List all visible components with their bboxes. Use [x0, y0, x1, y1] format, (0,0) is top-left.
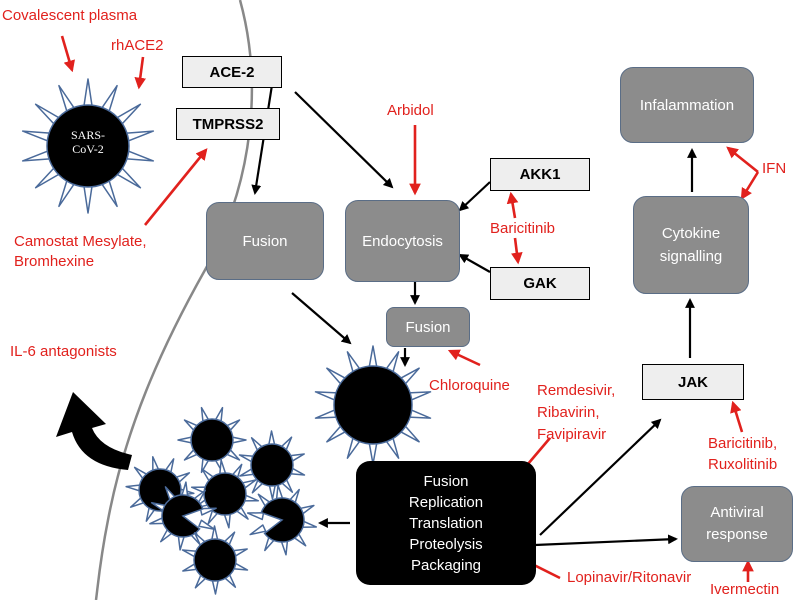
cytokine-line1: Cytokine — [661, 225, 721, 242]
arrow-baricitinib-jak — [730, 400, 744, 433]
arrow-ifn-up — [726, 146, 759, 174]
step-proteolysis: Proteolysis — [409, 535, 483, 553]
drug-camostat-bromhexine: Camostat Mesylate, Bromhexine — [14, 232, 147, 272]
virus-body — [46, 104, 130, 188]
drug-chloroquine: Chloroquine — [429, 377, 510, 394]
step-replication: Replication — [408, 493, 484, 511]
virus-body — [190, 418, 234, 462]
baricitinib-line: Baricitinib, — [708, 435, 778, 452]
arrow-camostat — [143, 148, 208, 226]
step-packaging: Packaging — [410, 556, 482, 574]
antiviral-response-box: Antiviral response — [681, 486, 793, 562]
arrow-ifn — [740, 171, 760, 200]
gak-box: GAK — [490, 267, 590, 300]
remdesivir-line1: Remdesivir, — [537, 382, 616, 399]
arrow-chloroquine — [447, 349, 481, 367]
tmprss2-box: TMPRSS2 — [176, 108, 280, 140]
akk1-box: AKK1 — [490, 158, 590, 191]
arrow-plasma — [60, 35, 75, 73]
sars-cov-2-label: SARS- CoV-2 — [58, 128, 118, 156]
drug-baricitinib-top: Baricitinib — [490, 220, 556, 237]
replication-box: Fusion Replication Translation Proteolys… — [356, 461, 536, 585]
fusion-small-box: Fusion — [386, 307, 470, 347]
black-arrows — [251, 84, 697, 547]
step-fusion: Fusion — [423, 472, 469, 490]
remdesivir-line3: Favipiravir — [537, 426, 607, 443]
progeny-virus-7 — [181, 525, 249, 595]
il6-export-arrow — [56, 392, 132, 470]
antiviral-line1: Antiviral — [710, 504, 764, 521]
camostat-line2: Bromhexine — [14, 253, 95, 270]
jak-box: JAK — [642, 364, 744, 400]
progeny-virus-5 — [149, 481, 217, 551]
entering-virus — [314, 345, 432, 465]
arrow-rhace2 — [134, 56, 147, 90]
ace2-box: ACE-2 — [182, 56, 282, 88]
sars-cov-2-virus — [21, 78, 155, 214]
endocytosis-box: Endocytosis — [345, 200, 460, 282]
drug-remdesivir-group: Remdesivir, Ribavirin, Favipiravir — [537, 380, 615, 446]
remdesivir-line2: Ribavirin, — [537, 404, 600, 421]
virus-body — [193, 538, 237, 582]
virus-body — [250, 443, 294, 487]
progeny-virus-2 — [238, 430, 306, 500]
antiviral-line2: response — [706, 526, 768, 543]
progeny-virus-1 — [177, 406, 247, 474]
drug-arbidol: Arbidol — [387, 102, 434, 119]
drug-lopinavir-ritonavir: Lopinavir/Ritonavir — [567, 569, 692, 586]
step-translation: Translation — [409, 514, 483, 532]
arrow-gak-endocytosis — [458, 254, 491, 273]
camostat-line1: Camostat Mesylate, — [14, 233, 147, 250]
arrow-baricitinib-akk1 — [506, 191, 519, 219]
virus-spike — [246, 512, 265, 521]
inflammation-box: Infalammation — [620, 67, 754, 143]
arrow-ace2-endocytosis — [294, 91, 394, 189]
virus-body — [260, 497, 305, 543]
arrow-baricitinib-gak — [511, 237, 523, 265]
drug-rhace2: rhACE2 — [111, 37, 164, 54]
virus-spike — [249, 524, 267, 536]
drug-baricitinib-ruxolitinib: Baricitinib, Ruxolitinib — [708, 433, 777, 475]
virus-spike — [198, 519, 216, 530]
cytokine-line2: signalling — [659, 248, 723, 265]
drug-il6-antagonists: IL-6 antagonists — [10, 343, 117, 360]
ruxolitinib-line: Ruxolitinib — [708, 456, 778, 473]
arrow-replication-antiviral — [534, 534, 678, 547]
arrow-fusion-left-virus — [291, 292, 352, 345]
sars-label-line1: SARS- — [70, 128, 105, 142]
virus-body — [333, 365, 413, 445]
drug-ifn: IFN — [762, 160, 787, 177]
drug-covalescent-plasma: Covalescent plasma — [2, 7, 138, 24]
virus-body — [161, 494, 204, 538]
arrow-akk1-endocytosis — [458, 181, 491, 212]
cytokine-signalling-box: Cytokine signalling — [633, 196, 749, 294]
sars-label-line2: CoV-2 — [72, 142, 104, 156]
progeny-virus-6 — [246, 484, 318, 556]
fusion-box: Fusion — [206, 202, 324, 280]
arrow-replication-jak — [539, 418, 662, 536]
drug-ivermectin: Ivermectin — [710, 581, 780, 598]
progeny-virus-3 — [190, 459, 260, 529]
virus-spike — [199, 507, 217, 516]
